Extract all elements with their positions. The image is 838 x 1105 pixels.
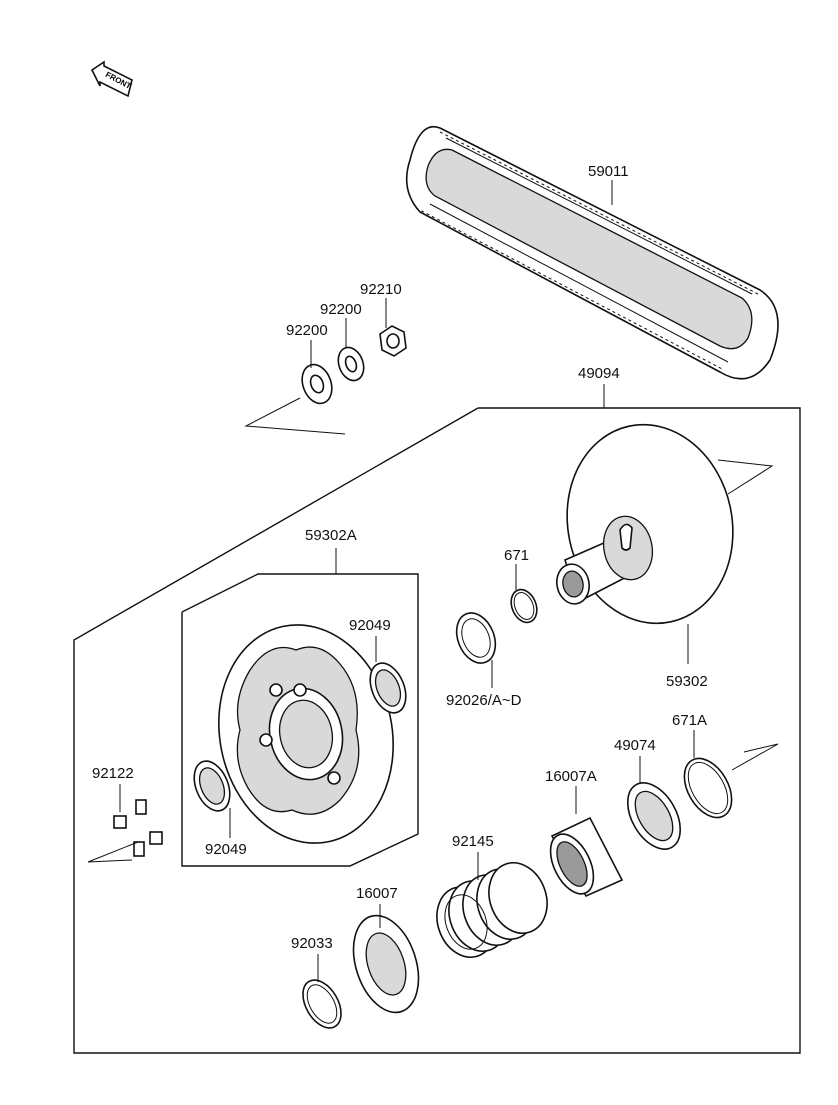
- ring-671a[interactable]: [675, 750, 742, 825]
- label-snap-ring: 92033: [291, 935, 333, 952]
- label-seal-lower: 92049: [205, 841, 247, 858]
- label-grease-fitting: 92122: [92, 765, 134, 782]
- label-fixed-sheave: 59302: [666, 673, 708, 690]
- o-ring-671[interactable]: [507, 586, 542, 627]
- label-spring: 92145: [452, 833, 494, 850]
- washer-92200-a[interactable]: [297, 360, 337, 407]
- washer-92200-b[interactable]: [334, 344, 368, 384]
- grease-fittings[interactable]: [113, 799, 163, 857]
- front-direction-marker: FRONT: [90, 60, 133, 98]
- label-seal-upper: 92049: [349, 617, 391, 634]
- shim-92026[interactable]: [450, 607, 503, 669]
- spring-92145[interactable]: [427, 855, 556, 966]
- seal-92049-lower[interactable]: [187, 756, 236, 816]
- movable-sheave[interactable]: [199, 609, 413, 860]
- assembly-outline: [73, 407, 801, 1054]
- cam-49074[interactable]: [617, 774, 691, 858]
- label-belt: 59011: [588, 163, 629, 180]
- bushing-16007[interactable]: [342, 907, 430, 1021]
- label-shim: 92026/A~D: [446, 692, 522, 709]
- label-washer-b: 92200: [320, 301, 362, 318]
- sheave-assy-box: [181, 573, 419, 867]
- label-bushing: 16007: [356, 885, 398, 902]
- label-cam-sleeve: 16007A: [545, 768, 597, 785]
- label-cam: 49074: [614, 737, 656, 754]
- nut-92210[interactable]: [379, 325, 407, 357]
- label-o-ring: 671: [504, 547, 529, 564]
- drive-belt[interactable]: [405, 125, 779, 380]
- label-ring-671a: 671A: [672, 712, 707, 729]
- cam-sleeve-16007a[interactable]: [542, 816, 624, 901]
- label-washer-a: 92200: [286, 322, 328, 339]
- label-nut: 92210: [360, 281, 402, 298]
- fixed-sheave[interactable]: [549, 409, 751, 639]
- label-fixed-sheave-assy: 59302A: [305, 527, 357, 544]
- seal-92049-upper[interactable]: [363, 658, 412, 718]
- snap-ring-92033[interactable]: [295, 973, 349, 1034]
- label-pulley-assy: 49094: [578, 365, 620, 382]
